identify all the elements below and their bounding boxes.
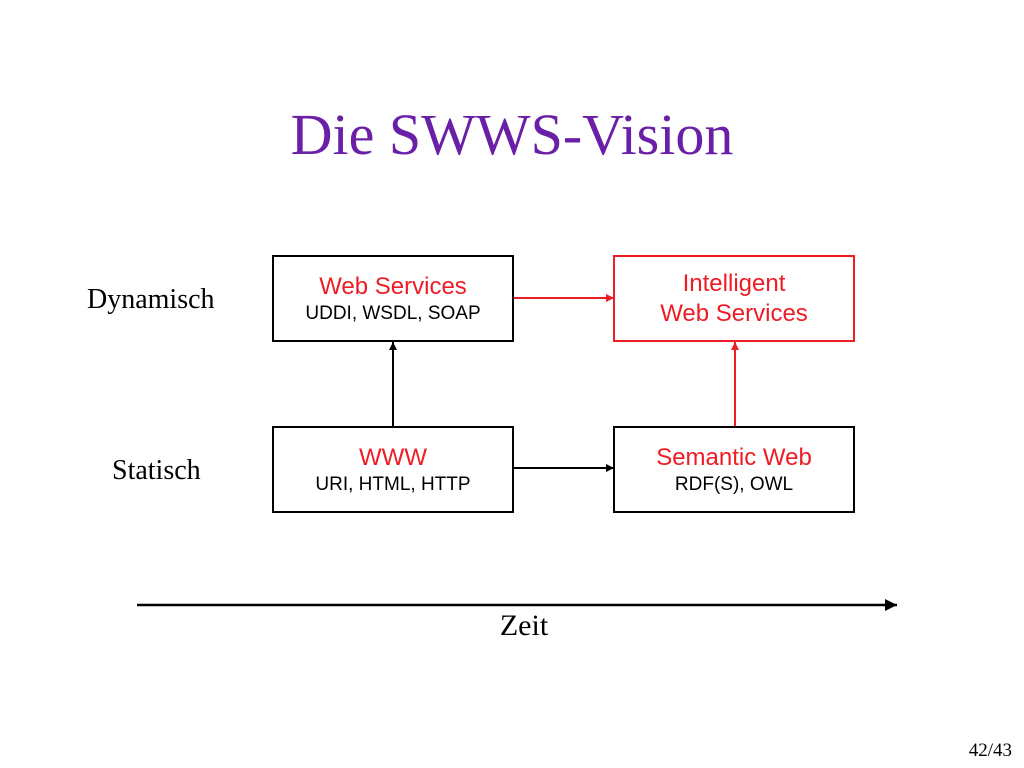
box-web-services: Web Services UDDI, WSDL, SOAP: [272, 255, 514, 342]
row-label-static: Statisch: [112, 455, 201, 486]
row-label-dynamic: Dynamisch: [87, 284, 215, 315]
box-www-title: WWW: [359, 443, 427, 471]
page-number: 42/43: [968, 740, 1012, 761]
box-web-services-title: Web Services: [319, 272, 467, 300]
box-intelligent-title-line1: Intelligent: [682, 269, 786, 297]
box-semantic-web-title: Semantic Web: [656, 443, 812, 471]
slide-title: Die SWWS-Vision: [290, 102, 734, 167]
time-axis-label: Zeit: [499, 609, 549, 642]
box-semantic-web-subtitle: RDF(S), OWL: [674, 473, 794, 495]
box-www-subtitle: URI, HTML, HTTP: [315, 473, 471, 495]
box-intelligent-title-line2: Web Services: [660, 299, 808, 327]
box-intelligent-web-services: Intelligent Web Services: [613, 255, 855, 342]
box-www: WWW URI, HTML, HTTP: [272, 426, 514, 513]
box-semantic-web: Semantic Web RDF(S), OWL: [613, 426, 855, 513]
box-web-services-subtitle: UDDI, WSDL, SOAP: [305, 302, 481, 324]
